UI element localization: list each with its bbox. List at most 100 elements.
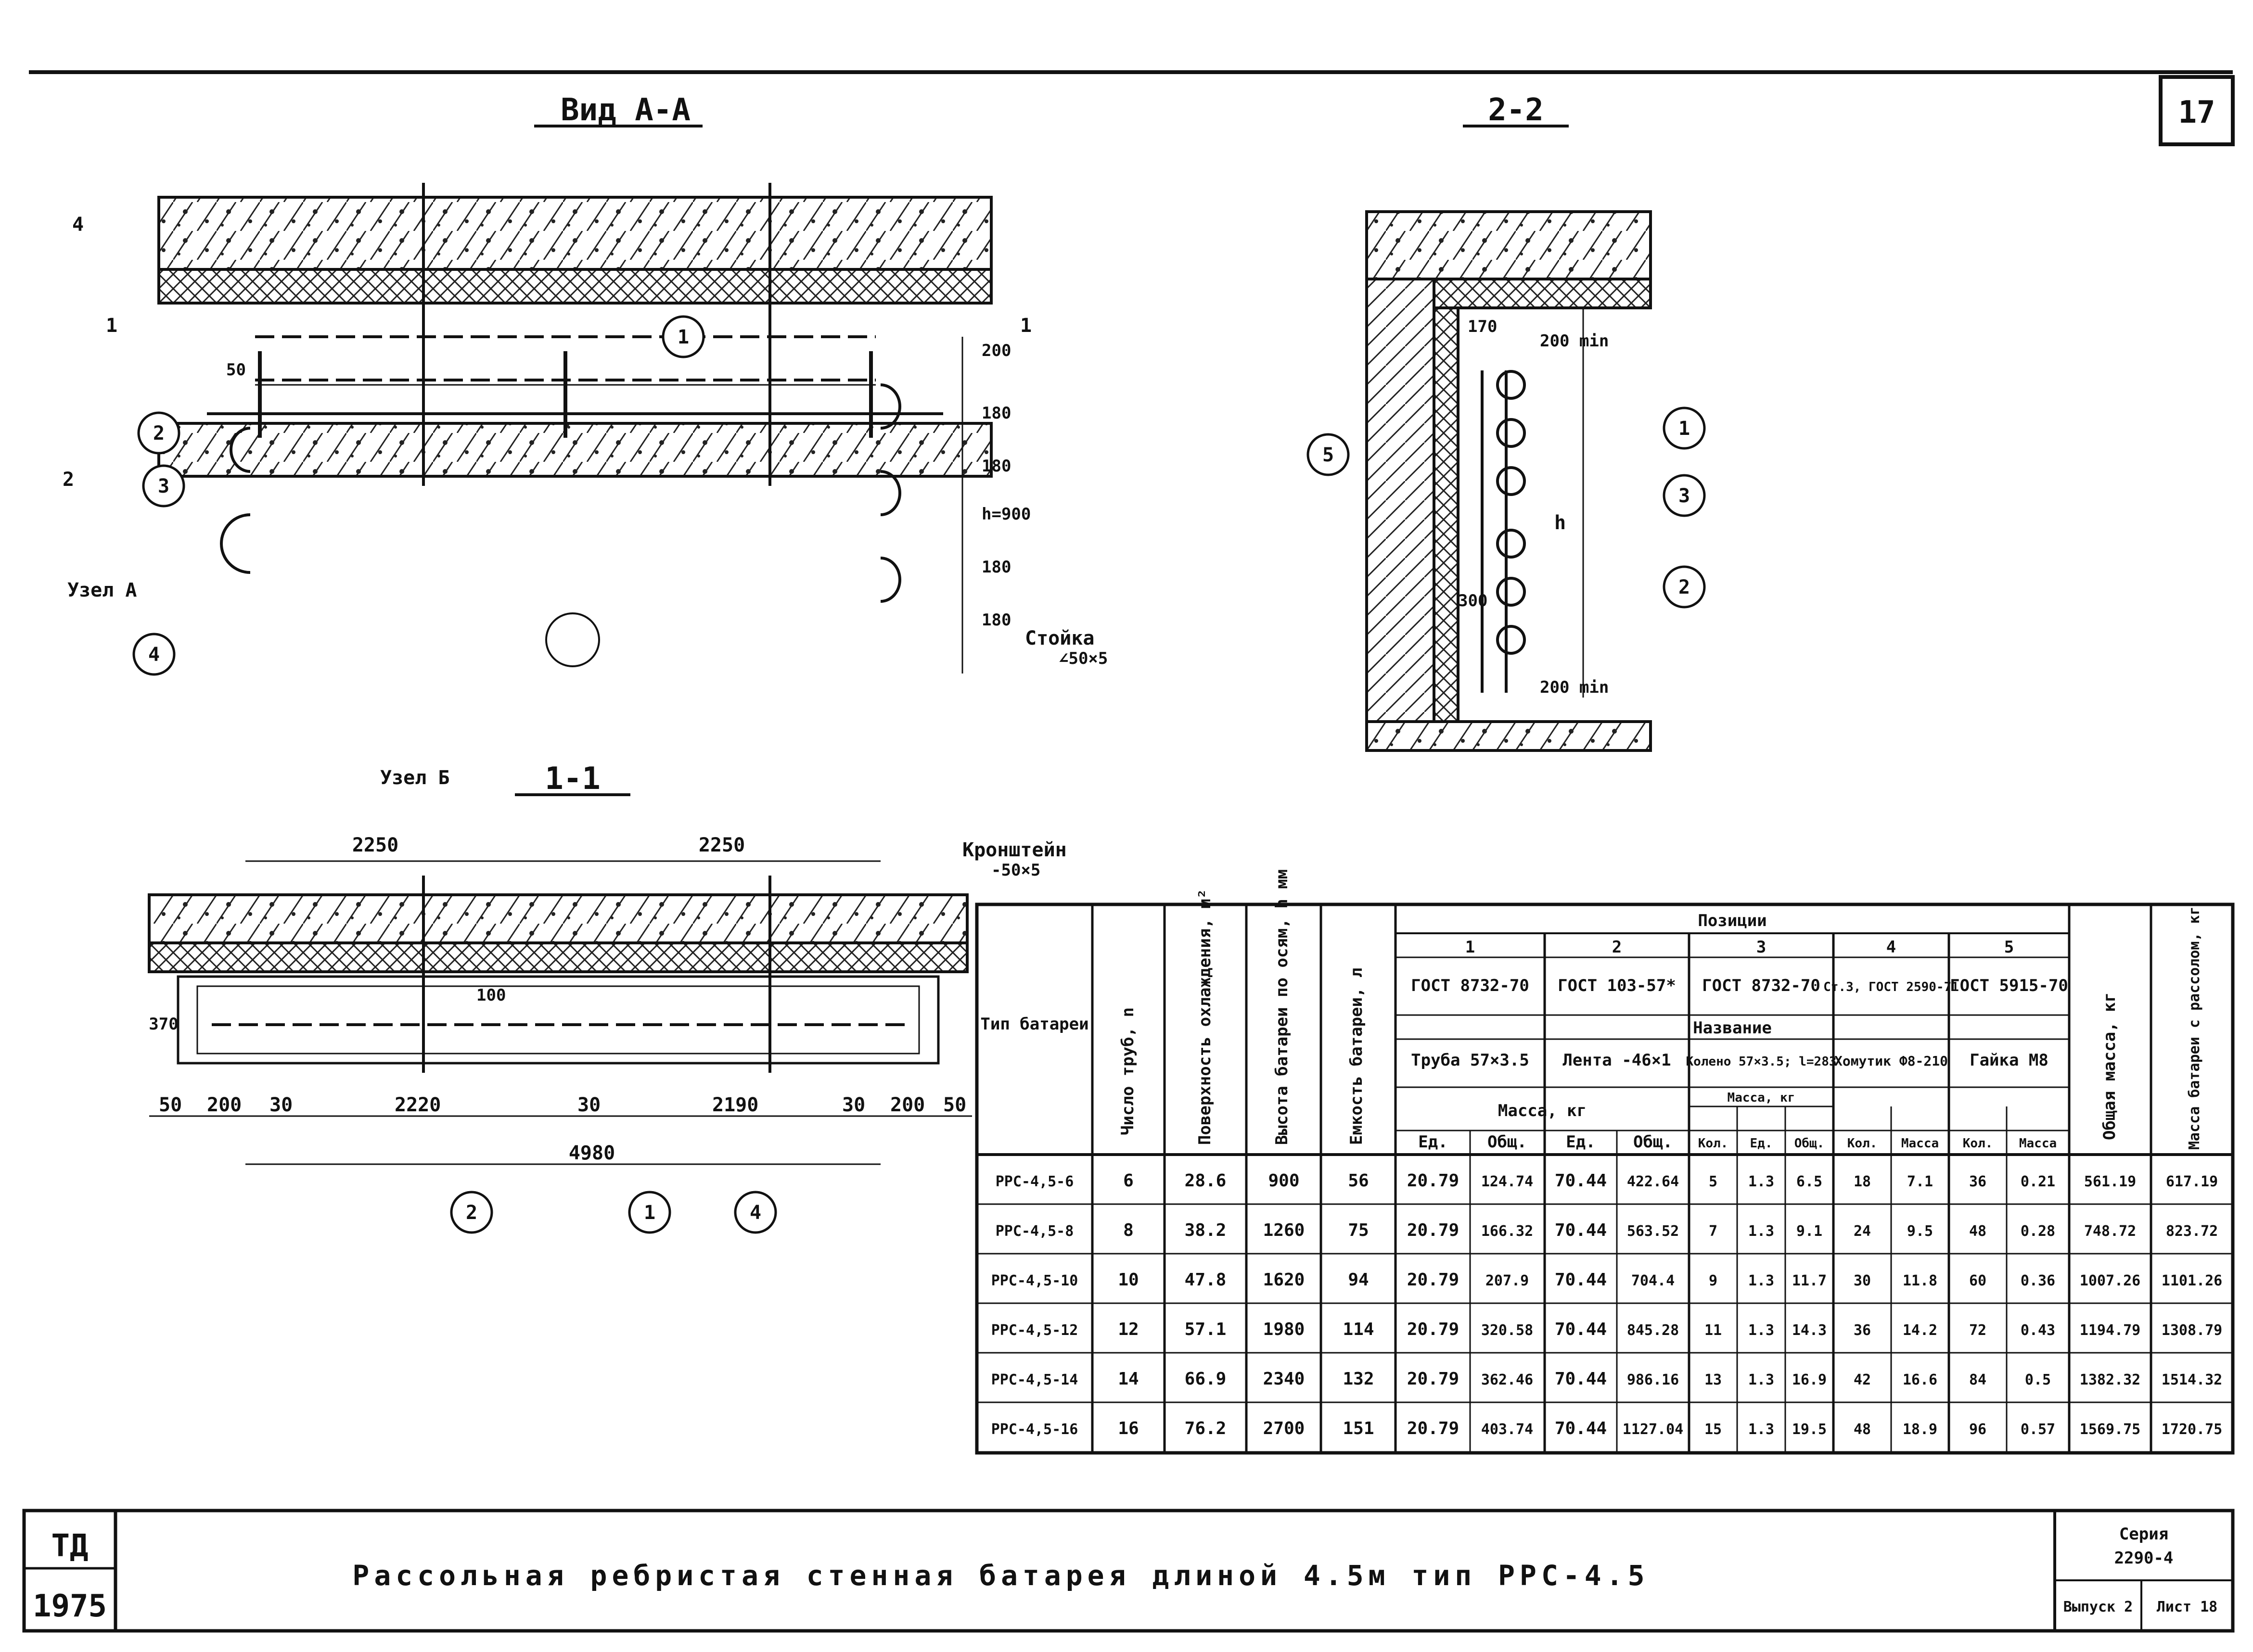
bracket-size: -50×5 bbox=[991, 861, 1040, 880]
table-cell: 28.6 bbox=[1185, 1171, 1227, 1191]
table-cell: 7.1 bbox=[1907, 1173, 1933, 1190]
table-cell: 70.44 bbox=[1555, 1369, 1607, 1389]
table-cell: 1569.75 bbox=[2080, 1421, 2140, 1438]
table-cell: 114 bbox=[1343, 1320, 1374, 1339]
th-name-1: Труба 57×3.5 bbox=[1411, 1051, 1529, 1070]
table-cell: 19.5 bbox=[1792, 1421, 1827, 1438]
th-gost-2: ГОСТ 103-57* bbox=[1558, 976, 1676, 995]
section-mark-4: 4 bbox=[72, 214, 84, 236]
total-length: 4980 bbox=[569, 1142, 615, 1164]
table-cell: 16.9 bbox=[1792, 1372, 1827, 1388]
table-cell: 94 bbox=[1348, 1270, 1369, 1290]
callout-1-aa: 1 bbox=[662, 315, 705, 358]
th-tubes: Число труб, n bbox=[1118, 1007, 1138, 1135]
org-line1: ТД bbox=[51, 1528, 88, 1564]
table-cell: 75 bbox=[1348, 1220, 1369, 1240]
table-cell: 362.46 bbox=[1481, 1372, 1533, 1388]
table-cell: 38.2 bbox=[1185, 1220, 1227, 1240]
table-cell: 70.44 bbox=[1555, 1419, 1607, 1438]
table-cell: 70.44 bbox=[1555, 1320, 1607, 1339]
table-cell: 1127.04 bbox=[1623, 1421, 1683, 1438]
table-cell: 12 bbox=[1118, 1320, 1139, 1339]
table-cell: РРС-4,5-12 bbox=[991, 1322, 1078, 1339]
section-mark-1-right: 1 bbox=[1020, 315, 1032, 337]
table-cell: 56 bbox=[1348, 1171, 1369, 1191]
table-cell: РРС-4,5-8 bbox=[996, 1223, 1074, 1240]
stand-label: Стойка bbox=[1025, 627, 1095, 649]
callout-2-22: 2 bbox=[1663, 565, 1706, 609]
table-cell: 986.16 bbox=[1627, 1372, 1679, 1388]
table-cell: 42 bbox=[1854, 1372, 1871, 1388]
th-total-mass: Общая масса, кг bbox=[2100, 992, 2119, 1140]
table-cell: 20.79 bbox=[1407, 1320, 1459, 1339]
table-cell: 20.79 bbox=[1407, 1369, 1459, 1389]
section-1-1-title: 1-1 bbox=[545, 761, 601, 797]
table-cell: 1007.26 bbox=[2080, 1272, 2140, 1289]
th-capacity: Емкость батареи, л bbox=[1347, 968, 1366, 1145]
table-cell: 14 bbox=[1118, 1369, 1139, 1389]
table-cell: 1101.26 bbox=[2162, 1272, 2222, 1289]
view-aa-dimensions: 200 180 180 h=900 180 180 50 bbox=[226, 337, 1031, 674]
table-cell: 7 bbox=[1709, 1223, 1717, 1240]
table-cell: 1308.79 bbox=[2162, 1322, 2222, 1339]
svg-text:2: 2 bbox=[466, 1202, 477, 1224]
dim-200min-bottom: 200 min bbox=[1540, 678, 1609, 697]
th-ed-3: Ед. bbox=[1750, 1136, 1773, 1151]
callout-4-11: 4 bbox=[734, 1191, 777, 1234]
dim-h900: h=900 bbox=[982, 505, 1031, 524]
svg-text:2190: 2190 bbox=[712, 1094, 758, 1116]
bracket-label: Кронштейн bbox=[962, 839, 1067, 861]
table-cell: РРС-4,5-16 bbox=[991, 1421, 1078, 1438]
table-cell: 70.44 bbox=[1555, 1171, 1607, 1191]
callout-3-aa: 3 bbox=[142, 464, 185, 508]
callout-2-11: 2 bbox=[450, 1191, 493, 1234]
th-mass-short: Масса, кг bbox=[1728, 1091, 1795, 1105]
svg-text:30: 30 bbox=[577, 1094, 601, 1116]
table-cell: 84 bbox=[1969, 1372, 1986, 1388]
table-cell: 6 bbox=[1123, 1171, 1134, 1191]
table-cell: РРС-4,5-14 bbox=[991, 1372, 1078, 1388]
svg-text:3: 3 bbox=[158, 475, 169, 497]
svg-text:200: 200 bbox=[207, 1094, 242, 1116]
table-cell: 124.74 bbox=[1481, 1173, 1533, 1190]
view-aa-title: Вид А-А bbox=[561, 92, 691, 128]
bottom-dimensions: 50 200 30 2220 30 2190 30 200 50 4980 bbox=[149, 1094, 972, 1165]
th-pos-2: 2 bbox=[1612, 938, 1622, 957]
callout-5-22: 5 bbox=[1306, 433, 1350, 476]
table-cell: 1260 bbox=[1263, 1220, 1305, 1240]
table-cell: 0.57 bbox=[2021, 1421, 2055, 1438]
table-cell: 207.9 bbox=[1485, 1272, 1529, 1289]
section-mark-1-left: 1 bbox=[106, 315, 117, 337]
table-cell: 0.28 bbox=[2021, 1223, 2055, 1240]
th-obsh-1: Общ. bbox=[1487, 1132, 1527, 1152]
dim-180-c: 180 bbox=[982, 558, 1011, 577]
dim-180-b: 180 bbox=[982, 457, 1011, 476]
table-cell: 1.3 bbox=[1748, 1322, 1774, 1339]
sheet-number: Лист 18 bbox=[2157, 1599, 2217, 1615]
table-cell: 14.3 bbox=[1792, 1322, 1827, 1339]
th-kol-5: Кол. bbox=[1963, 1136, 1993, 1151]
th-type: Тип батареи bbox=[980, 1015, 1088, 1034]
th-mass: Масса, кг bbox=[1498, 1101, 1587, 1120]
table-cell: 9 bbox=[1709, 1272, 1717, 1289]
view-aa: Вид А-А 4 1 1 2 Узел А bbox=[63, 92, 1108, 789]
th-name-3: Колено 57×3.5; l=283 bbox=[1686, 1055, 1836, 1069]
spec-table: Тип батареи Число труб, n Поверхность ох… bbox=[975, 869, 2235, 1455]
th-gost-4: Ст.3, ГОСТ 2590-71 bbox=[1823, 980, 1959, 994]
table-cell: 57.1 bbox=[1185, 1320, 1227, 1339]
table-cell: 9.1 bbox=[1796, 1223, 1822, 1240]
callout-3-22: 3 bbox=[1663, 474, 1706, 517]
issue-number: Выпуск 2 bbox=[2063, 1599, 2133, 1615]
callout-4-aa: 4 bbox=[132, 633, 176, 676]
th-kol-3: Кол. bbox=[1698, 1136, 1728, 1151]
dim-200min-top: 200 min bbox=[1540, 331, 1609, 351]
side-dim-370: 370 bbox=[149, 1015, 178, 1034]
table-cell: 18 bbox=[1854, 1173, 1871, 1190]
svg-text:5: 5 bbox=[1322, 444, 1334, 466]
dim-h: h bbox=[1554, 512, 1566, 534]
table-cell: 900 bbox=[1268, 1171, 1299, 1191]
th-name-2: Лента -46×1 bbox=[1562, 1051, 1671, 1070]
table-cell: 166.32 bbox=[1481, 1223, 1533, 1240]
dim-180-a: 180 bbox=[982, 404, 1011, 423]
